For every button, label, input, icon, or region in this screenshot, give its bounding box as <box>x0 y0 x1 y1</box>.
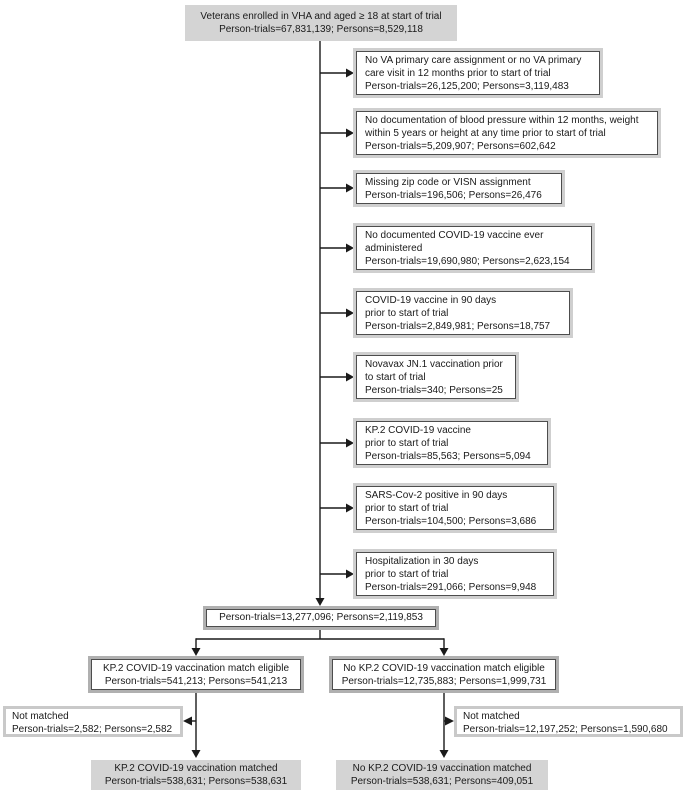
exclusion-box-hospitalization-30-days: Hospitalization in 30 days prior to star… <box>356 552 554 596</box>
box-text-line: Person-trials=538,631; Persons=538,631 <box>104 776 288 787</box>
exclusion-box-no-vitals-documentation: No documentation of blood pressure withi… <box>356 111 658 155</box>
box-text-line: No documentation of blood pressure withi… <box>365 115 639 126</box>
no-kp2-match-eligible-box: No KP.2 COVID-19 vaccination match eligi… <box>332 659 556 690</box>
box-text-line: Person-trials=5,209,907; Persons=602,642 <box>365 141 556 152</box>
box-text-line: Missing zip code or VISN assignment <box>365 177 531 188</box>
connector-spine <box>315 41 325 606</box>
box-text-line: Person-trials=19,690,980; Persons=2,623,… <box>365 256 570 267</box>
kp2-match-eligible-box: KP.2 COVID-19 vaccination match eligible… <box>91 659 301 690</box>
box-text-line: Not matched <box>12 711 69 722</box>
pooled-eligible-box: Person-trials=13,277,096; Persons=2,119,… <box>206 609 436 627</box>
box-text-line: Person-trials=12,197,252; Persons=1,590,… <box>463 724 668 735</box>
box-text-line: Person-trials=26,125,200; Persons=3,119,… <box>365 81 569 92</box>
box-text-line: KP.2 COVID-19 vaccine <box>365 425 471 436</box>
box-text-line: Person-trials=67,831,139; Persons=8,529,… <box>219 24 423 35</box>
box-text-line: KP.2 COVID-19 vaccination matched <box>114 763 278 774</box>
exclusion-box-no-primary-care: No VA primary care assignment or no VA p… <box>356 51 600 95</box>
box-text-line: prior to start of trial <box>365 569 449 580</box>
box-text-line: Person-trials=2,582; Persons=2,582 <box>12 724 173 735</box>
box-text-line: No VA primary care assignment or no VA p… <box>365 55 582 66</box>
box-text-line: Person-trials=291,066; Persons=9,948 <box>365 582 537 593</box>
box-text-line: Person-trials=12,735,883; Persons=1,999,… <box>341 676 547 687</box>
box-text-line: Not matched <box>463 711 520 722</box>
box-text-line: SARS-Cov-2 positive in 90 days <box>365 490 508 501</box>
exclusion-box-missing-zip-visn: Missing zip code or VISN assignment Pers… <box>356 173 562 204</box>
box-text-line: prior to start of trial <box>365 503 449 514</box>
box-text-line: Hospitalization in 30 days <box>365 556 479 567</box>
no-kp2-matched-box: No KP.2 COVID-19 vaccination matched Per… <box>336 760 548 790</box>
box-text-line: Novavax JN.1 vaccination prior <box>365 359 503 370</box>
exclusion-box-sars-cov2-positive: SARS-Cov-2 positive in 90 days prior to … <box>356 486 554 530</box>
box-text-line: No KP.2 COVID-19 vaccination matched <box>352 763 532 774</box>
not-matched-right-box: Not matched Person-trials=12,197,252; Pe… <box>454 706 683 737</box>
box-text-line: Person-trials=85,563; Persons=5,094 <box>365 451 531 462</box>
box-text-line: Person-trials=340; Persons=25 <box>365 385 503 396</box>
box-text-line: Veterans enrolled in VHA and aged ≥ 18 a… <box>200 11 442 22</box>
box-text-line: Person-trials=538,631; Persons=409,051 <box>350 776 534 787</box>
box-text-line: COVID-19 vaccine in 90 days <box>365 295 497 306</box>
box-text-line: Person-trials=2,849,981; Persons=18,757 <box>365 321 551 332</box>
exclusion-box-no-covid-vaccine-ever: No documented COVID-19 vaccine ever admi… <box>356 226 592 270</box>
box-text-line: Person-trials=196,506; Persons=26,476 <box>365 190 542 201</box>
box-text-line: care visit in 12 months prior to start o… <box>365 68 551 79</box>
box-text-line: administered <box>365 243 423 254</box>
kp2-matched-box: KP.2 COVID-19 vaccination matched Person… <box>91 760 301 790</box>
connector-exclusion-arrows <box>320 68 354 579</box>
exclusion-box-kp2-vaccine-prior: KP.2 COVID-19 vaccine prior to start of … <box>356 421 548 465</box>
box-text-line: No documented COVID-19 vaccine ever <box>365 230 544 241</box>
exclusion-box-vaccine-90-days: COVID-19 vaccine in 90 days prior to sta… <box>356 291 570 335</box>
box-text-line: prior to start of trial <box>365 308 449 319</box>
connector-right-branch <box>439 693 454 758</box>
box-text-line: Person-trials=104,500; Persons=3,686 <box>365 516 537 527</box>
box-text-line: Person-trials=13,277,096; Persons=2,119,… <box>219 612 423 623</box>
box-text-line: KP.2 COVID-19 vaccination match eligible <box>102 663 290 674</box>
box-text-line: Person-trials=541,213; Persons=541,213 <box>104 676 288 687</box>
box-text-line: within 5 years or height at any time pri… <box>365 128 606 139</box>
box-text-line: prior to start of trial <box>365 438 449 449</box>
connector-left-branch <box>183 693 201 758</box>
box-text-line: No KP.2 COVID-19 vaccination match eligi… <box>343 663 545 674</box>
top-population-box: Veterans enrolled in VHA and aged ≥ 18 a… <box>185 5 457 41</box>
connector-split <box>191 630 449 656</box>
box-text-line: to start of trial <box>365 372 426 383</box>
exclusion-box-novavax-jn1: Novavax JN.1 vaccination prior to start … <box>356 355 516 399</box>
not-matched-left-box: Not matched Person-trials=2,582; Persons… <box>3 706 183 737</box>
